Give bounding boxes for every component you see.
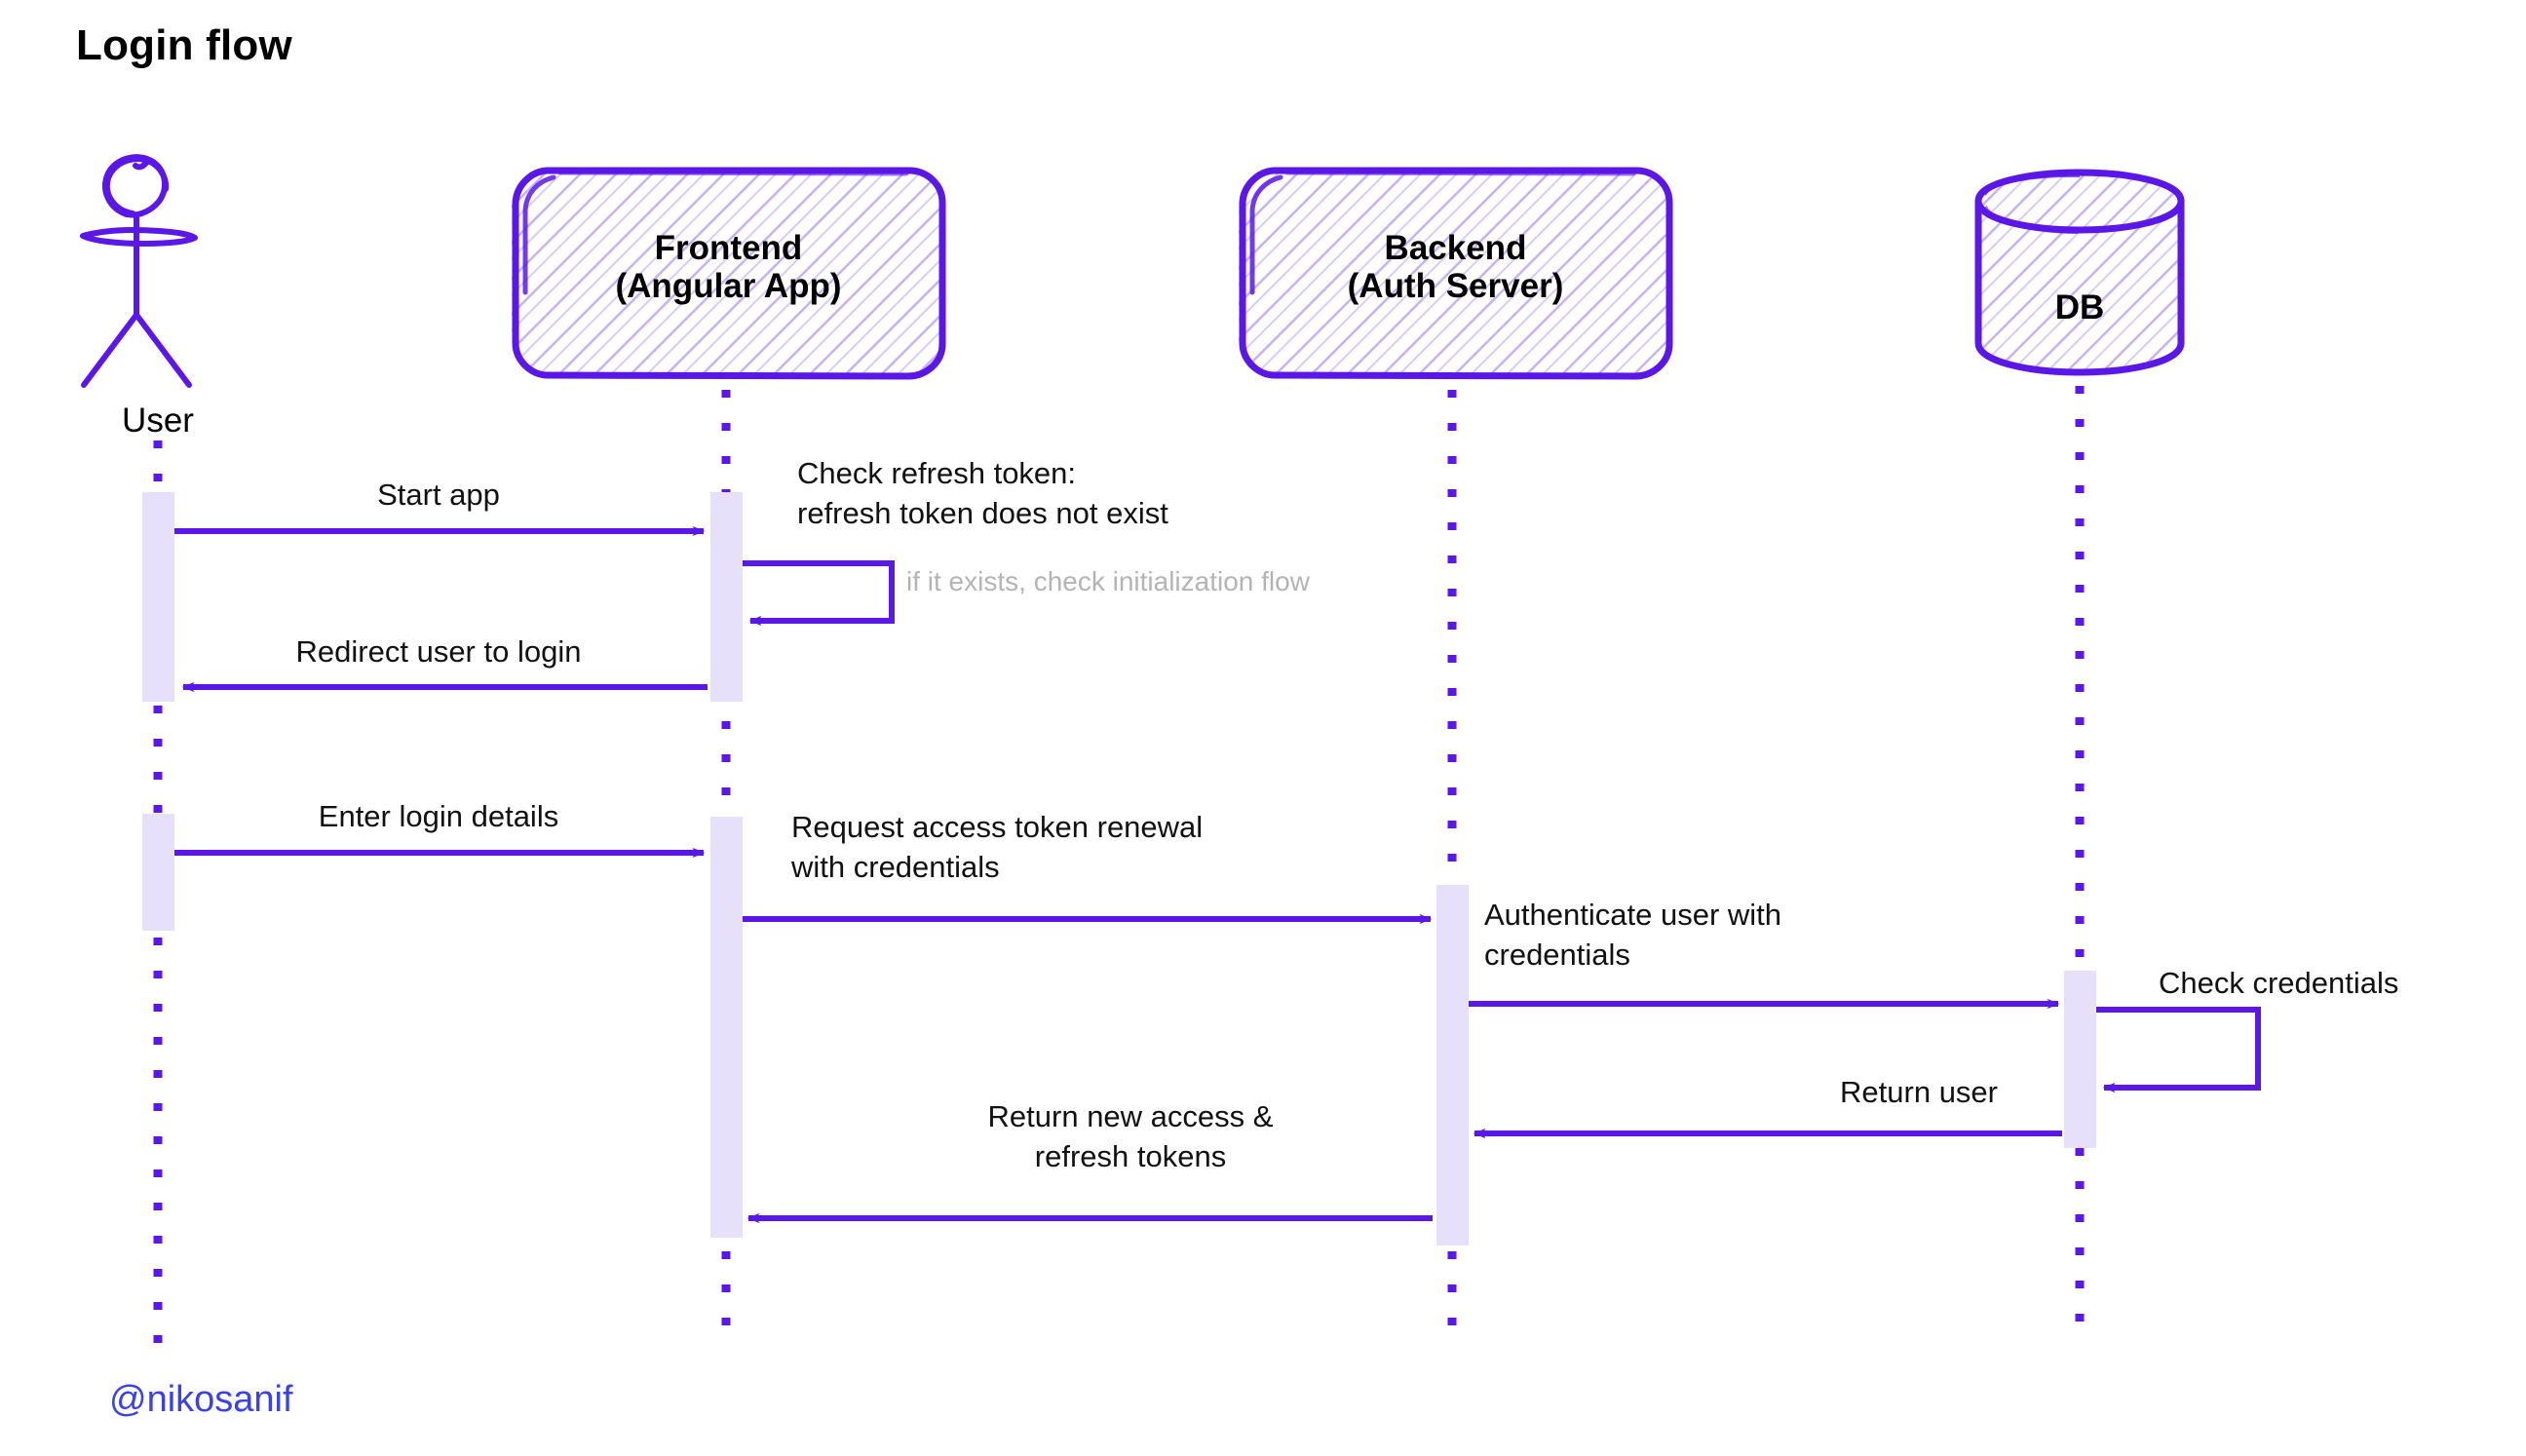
activation-frontend-2 (710, 817, 743, 1238)
page-title: Login flow (76, 21, 292, 69)
participant-actor-user[interactable] (80, 154, 198, 388)
activation-backend-1 (1436, 885, 1469, 1245)
participant-label-user: User (122, 402, 194, 440)
participant-box-frontend[interactable] (512, 167, 946, 380)
message-arrow-check-refresh-token[interactable] (743, 560, 895, 627)
participant-database-db[interactable] (1974, 169, 2185, 376)
author-credit[interactable]: @nikosanif (109, 1379, 293, 1420)
activation-frontend-1 (710, 492, 743, 702)
activation-db-1 (2064, 971, 2096, 1148)
message-arrow-check-credentials[interactable] (2096, 1007, 2261, 1093)
activation-user-2 (142, 814, 174, 931)
participant-box-backend[interactable] (1239, 167, 1673, 380)
activation-user-1 (142, 492, 174, 702)
